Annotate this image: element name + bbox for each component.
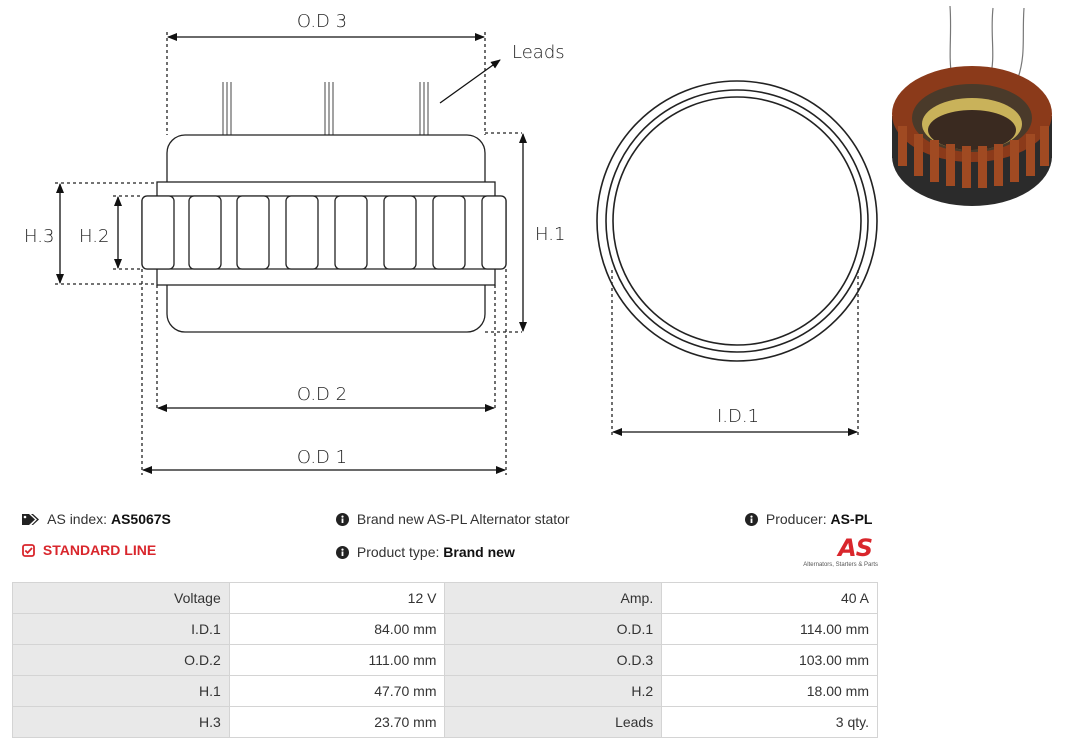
product-type-label: Product type: [356,544,440,560]
spec-value: 12 V [228,582,446,614]
as-pl-logo: AS Alternators, Starters & Parts [790,534,878,572]
stator-ring-front-view [596,80,878,362]
table-row: I.D.1 84.00 mm O.D.1 114.00 mm [12,613,878,645]
tags-icon [22,514,39,525]
spec-key: O.D.2 [12,644,230,676]
spec-value: 114.00 mm [661,613,878,645]
spec-key: H.3 [12,706,230,738]
standard-line-badge: STANDARD LINE [22,542,156,558]
spec-key: H.1 [12,675,230,707]
spec-value: 103.00 mm [661,644,878,676]
check-square-icon [22,544,35,557]
spec-value: 47.70 mm [228,675,446,707]
standard-line-label: STANDARD LINE [42,542,157,558]
spec-value: 111.00 mm [228,644,446,676]
label-h1: H.1 [535,224,565,245]
logo-tagline: Alternators, Starters & Parts [803,562,878,568]
producer-value: AS-PL [830,511,873,527]
extension-lines [55,32,859,475]
as-index-value: AS5067S [110,511,171,527]
table-row: O.D.2 111.00 mm O.D.3 103.00 mm [12,644,878,676]
producer-row: Producer: AS-PL [745,511,872,527]
spec-value: 84.00 mm [228,613,446,645]
spec-key: H.2 [444,675,663,707]
label-id1: I.D.1 [717,406,759,427]
stator-side-view [141,134,507,333]
product-type-row: Product type: Brand new [336,544,515,560]
label-leads: Leads [512,42,565,63]
as-index-row: AS index: AS5067S [22,511,171,527]
table-row: Voltage 12 V Amp. 40 A [12,582,878,614]
info-circle-icon [336,513,349,526]
logo-mark: AS [838,534,873,562]
description-row: Brand new AS-PL Alternator stator [336,511,570,527]
spec-value: 3 qty. [661,706,878,738]
producer-label: Producer: [765,511,827,527]
spec-key: O.D.3 [444,644,663,676]
spec-key: Voltage [12,582,230,614]
dimension-arrows [56,33,858,474]
label-od3: O.D 3 [297,11,347,32]
table-row: H.3 23.70 mm Leads 3 qty. [12,706,878,738]
label-h3: H.3 [24,226,54,247]
specifications-table: Voltage 12 V Amp. 40 A I.D.1 84.00 mm O.… [12,582,878,738]
info-circle-icon [336,546,349,559]
spec-key: O.D.1 [444,613,663,645]
info-circle-icon [745,513,758,526]
stator-dimension-diagram: O.D 3 Leads H.3 H.2 H.1 O.D 2 O.D 1 I.D.… [24,11,878,475]
label-h2: H.2 [79,226,109,247]
lead-wires [222,82,429,135]
spec-key: Amp. [444,582,663,614]
label-od2: O.D 2 [297,384,347,405]
spec-key: Leads [444,706,663,738]
spec-value: 18.00 mm [661,675,878,707]
product-type-value: Brand new [443,544,515,560]
table-row: H.1 47.70 mm H.2 18.00 mm [12,675,878,707]
spec-value: 40 A [661,582,878,614]
as-index-label: AS index: [47,511,108,527]
spec-key: I.D.1 [12,613,230,645]
spec-value: 23.70 mm [228,706,446,738]
product-description: Brand new AS-PL Alternator stator [356,511,570,527]
label-od1: O.D 1 [297,447,347,468]
stator-product-photo [892,6,1052,206]
